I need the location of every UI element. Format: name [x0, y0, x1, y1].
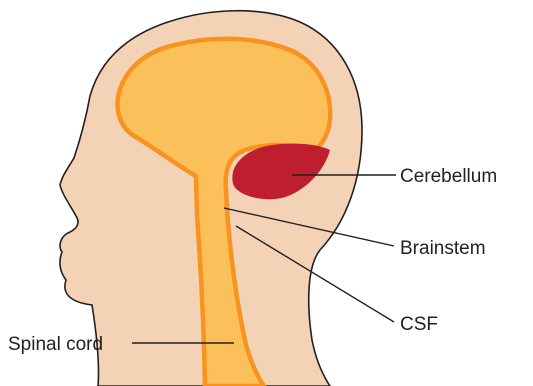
cerebellum-label: Cerebellum — [400, 166, 497, 187]
spinal-cord-label: Spinal cord — [8, 334, 103, 355]
brainstem-label: Brainstem — [400, 238, 486, 259]
csf-label: CSF — [400, 314, 438, 335]
